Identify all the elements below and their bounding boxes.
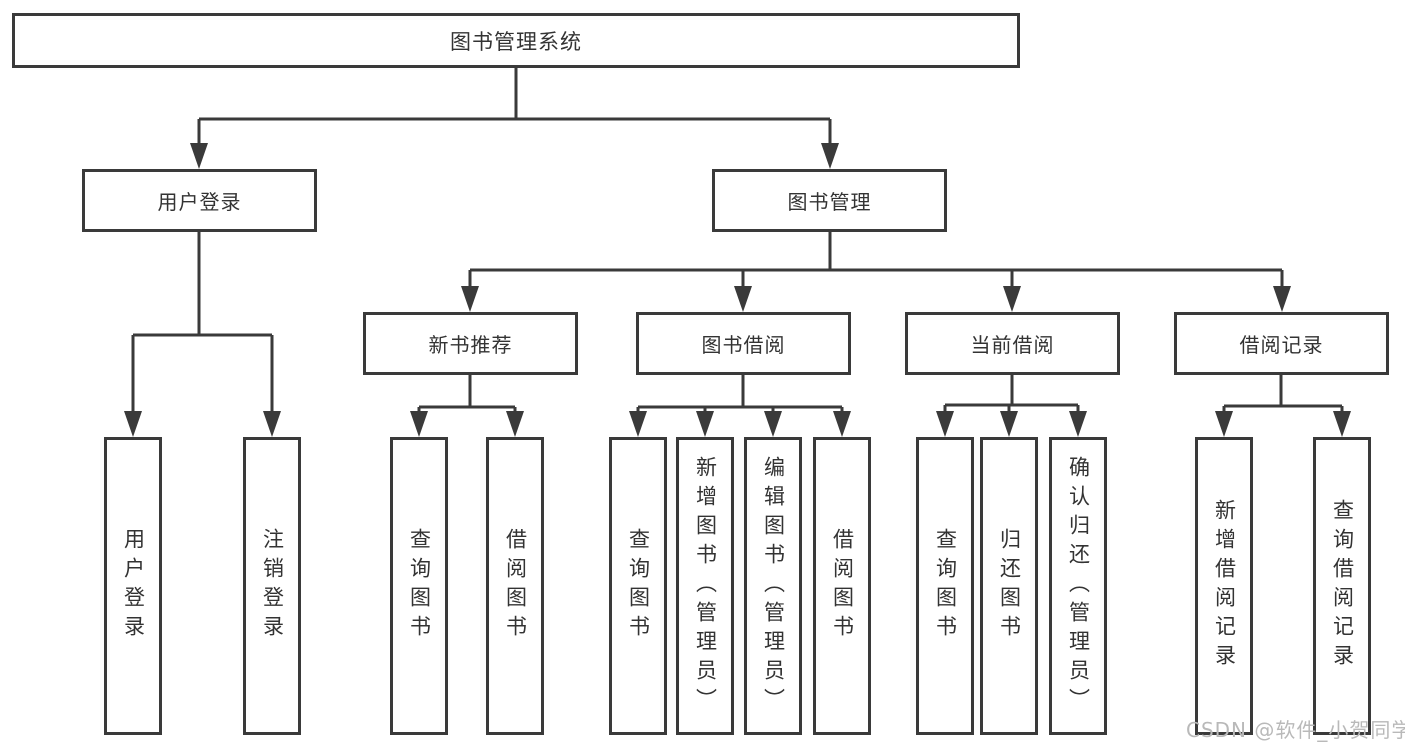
leaf-user-logout-label: 注销登录	[260, 528, 285, 644]
arrow-down	[461, 286, 479, 312]
node-borrow-records: 借阅记录	[1174, 312, 1389, 375]
leaf-borrow-add-books-admin: 新增图书（管理员）	[676, 437, 734, 735]
connector-borrow-records-to-leaves	[1222, 375, 1344, 416]
connector-current-borrow-to-leaves	[943, 375, 1080, 416]
leaf-current-return-books: 归还图书	[980, 437, 1038, 735]
arrow-down	[833, 411, 851, 437]
leaf-current-confirm-return-admin: 确认归还（管理员）	[1049, 437, 1107, 735]
leaf-user-login: 用户登录	[104, 437, 162, 735]
leaf-borrow-query-books: 查询图书	[609, 437, 667, 735]
watermark: CSDN @软件_小贺同学	[1186, 718, 1405, 742]
arrow-down	[696, 411, 714, 437]
leaf-recommend-borrow-books: 借阅图书	[486, 437, 544, 735]
arrow-down	[1273, 286, 1291, 312]
connector-book-management-to-level3	[468, 232, 1284, 291]
leaf-borrow-borrow-books: 借阅图书	[813, 437, 871, 735]
node-new-book-recommend-label: 新书推荐	[428, 333, 513, 357]
leaf-records-add-record: 新增借阅记录	[1195, 437, 1253, 735]
leaf-recommend-borrow-books-label: 借阅图书	[503, 528, 528, 644]
node-user-login-label: 用户登录	[157, 190, 242, 214]
leaf-borrow-borrow-books-label: 借阅图书	[830, 528, 855, 644]
node-book-management: 图书管理	[712, 169, 947, 232]
arrow-down	[1069, 411, 1087, 437]
node-new-book-recommend: 新书推荐	[363, 312, 578, 375]
arrow-down	[124, 411, 142, 437]
node-current-borrow-label: 当前借阅	[970, 333, 1055, 357]
arrow-down	[1000, 411, 1018, 437]
leaf-borrow-edit-books-admin: 编辑图书（管理员）	[744, 437, 802, 735]
arrow-down	[1003, 286, 1021, 312]
node-book-management-label: 图书管理	[787, 190, 872, 214]
connector-user-login-to-leaves	[131, 232, 274, 416]
leaf-current-query-books: 查询图书	[916, 437, 974, 735]
connector-new-book-recommend-to-leaves	[417, 375, 517, 416]
leaf-borrow-edit-books-admin-label: 编辑图书（管理员）	[761, 455, 786, 717]
arrow-down	[410, 411, 428, 437]
leaf-recommend-query-books: 查询图书	[390, 437, 448, 735]
leaf-borrow-query-books-label: 查询图书	[626, 528, 651, 644]
leaf-records-query-record: 查询借阅记录	[1313, 437, 1371, 735]
node-current-borrow: 当前借阅	[905, 312, 1120, 375]
arrow-down	[190, 143, 208, 169]
leaf-recommend-query-books-label: 查询图书	[407, 528, 432, 644]
arrow-down	[936, 411, 954, 437]
leaf-current-query-books-label: 查询图书	[933, 528, 958, 644]
node-book-borrow: 图书借阅	[636, 312, 851, 375]
node-book-borrow-label: 图书借阅	[701, 333, 786, 357]
leaf-records-add-record-label: 新增借阅记录	[1212, 499, 1237, 673]
leaf-current-return-books-label: 归还图书	[997, 528, 1022, 644]
leaf-borrow-add-books-admin-label: 新增图书（管理员）	[693, 455, 718, 717]
leaf-current-confirm-return-admin-label: 确认归还（管理员）	[1066, 455, 1091, 717]
arrow-down	[263, 411, 281, 437]
node-borrow-records-label: 借阅记录	[1239, 333, 1324, 357]
arrowheads	[124, 143, 1351, 437]
arrow-down	[1333, 411, 1351, 437]
node-root-system: 图书管理系统	[12, 13, 1020, 68]
connector-book-borrow-to-leaves	[636, 375, 844, 416]
leaf-user-login-label: 用户登录	[121, 528, 146, 644]
arrow-down	[821, 143, 839, 169]
arrow-down	[1215, 411, 1233, 437]
arrow-down	[734, 286, 752, 312]
connector-lines	[131, 68, 1344, 416]
arrow-down	[629, 411, 647, 437]
leaf-records-query-record-label: 查询借阅记录	[1330, 499, 1355, 673]
arrow-down	[764, 411, 782, 437]
connector-root-to-level2	[197, 68, 832, 148]
node-user-login: 用户登录	[82, 169, 317, 232]
node-root-label: 图书管理系统	[450, 29, 582, 54]
arrow-down	[506, 411, 524, 437]
leaf-user-logout: 注销登录	[243, 437, 301, 735]
